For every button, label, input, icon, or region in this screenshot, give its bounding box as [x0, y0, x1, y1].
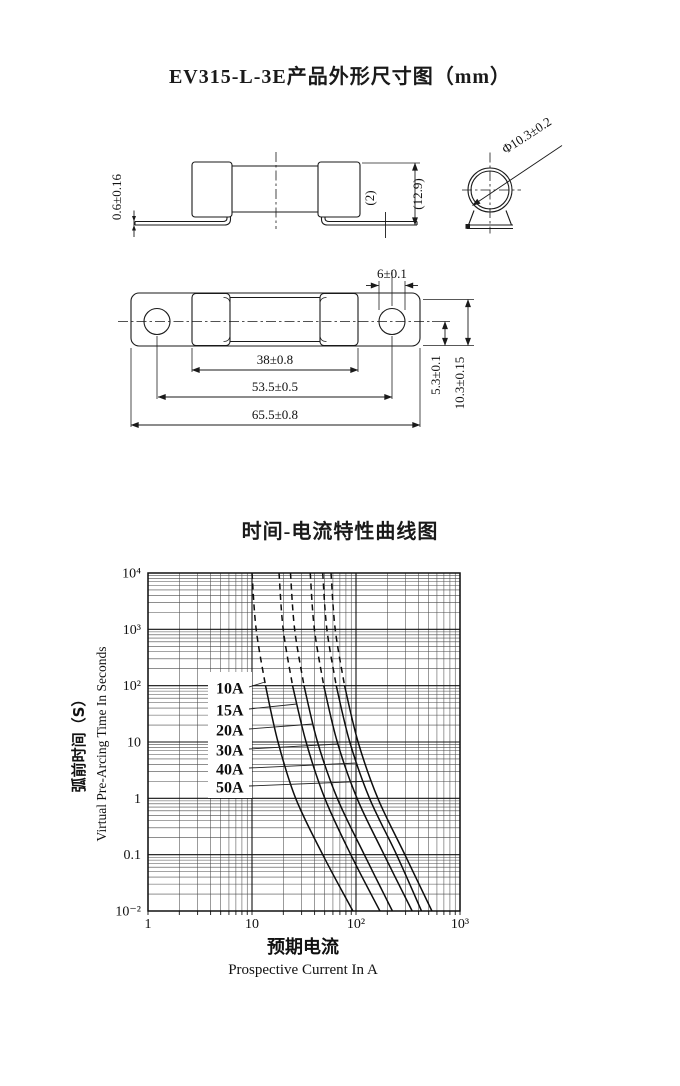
curve-dashed-15A [278, 572, 294, 686]
curve-dashed-30A [309, 572, 325, 686]
ext-lines-right [423, 299, 474, 346]
right-cap-outline [317, 161, 361, 218]
dim-arrows-lead-thickness [132, 216, 136, 231]
center-lines [462, 152, 521, 234]
curve-label-leader [248, 743, 339, 750]
right-lead-outline [320, 217, 418, 226]
y-tick-label: 10⁻² [115, 905, 141, 920]
end-view: Φ10.3±0.2 [462, 114, 563, 234]
clip-foot-outline [467, 210, 513, 230]
y-tick-label: 10 [127, 736, 141, 751]
curve-10A [264, 685, 354, 912]
curve-label-15A: 15A [216, 703, 244, 720]
chart-title: 时间-电流特性曲线图 [241, 521, 439, 543]
curve-dashed-50A [330, 572, 346, 686]
page-title: EV315-L-3E产品外形尺寸图（mm） [168, 66, 512, 88]
tube-outline [232, 165, 318, 213]
curve-50A [343, 685, 433, 912]
plot-frame [147, 572, 461, 912]
curve-dashed-20A [289, 572, 305, 686]
dim-tube-diameter: Φ10.3±0.2 [499, 114, 554, 157]
y-tick-label: 10² [123, 679, 141, 694]
curve-15A [291, 685, 381, 912]
dim-hole-diameter: 6±0.1 [377, 266, 407, 281]
diameter-leader-line [472, 145, 563, 206]
time-current-chart: 10⁴ 10³ 10² 10 1 0.1 10⁻² 1 10 10² 10³ 10A 15A 20A 30A… [115, 567, 469, 933]
tube-lines [230, 296, 320, 343]
left-cap-outline [191, 161, 233, 218]
left-cap-band [191, 292, 231, 347]
ext-lines-bottom [130, 336, 421, 427]
curve-label-leader [248, 762, 358, 769]
curve-label-10A: 10A [216, 681, 244, 698]
curve-label-leader [248, 703, 298, 710]
dim-tab-width: 10.3±0.15 [452, 357, 467, 410]
curve-dashed-10A [251, 572, 267, 686]
cap-crimp-arcs [223, 297, 327, 342]
x-axis-title-cn: 预期电流 [267, 936, 339, 958]
curve-dashed-40A [321, 572, 337, 686]
curve-label-leader [248, 681, 266, 688]
curve-label-40A: 40A [216, 762, 244, 779]
ext-lines-hole [378, 270, 406, 310]
dim-cap-od: (12.9) [410, 178, 425, 209]
dim-lead-ref: (2) [362, 190, 377, 205]
left-lead-outline [134, 217, 232, 226]
x-tick-label: 10³ [451, 917, 469, 932]
dim-overall-length: 65.5±0.8 [252, 407, 298, 422]
right-cap-band [319, 292, 359, 347]
dim-tube-length: 38±0.8 [257, 352, 293, 367]
chart-axis-titles: 弧前时间（S） Virtual Pre-Arcing Time In Secon… [70, 647, 378, 978]
top-view: 6±0.1 38±0.8 53.5±0.5 65.5±0.8 5.3±0.1 1… [118, 266, 474, 428]
y-axis-title-en: Virtual Pre-Arcing Time In Seconds [94, 647, 109, 842]
side-view: 0.6±0.16 (2) (12.9) [109, 152, 425, 238]
x-axis-title-en: Prospective Current In A [228, 962, 378, 978]
series-label-box [208, 672, 252, 798]
curve-40A [335, 685, 423, 912]
y-tick-label: 1 [134, 792, 141, 807]
body-outline [130, 292, 421, 347]
y-axis-title-cn: 弧前时间（S） [70, 692, 88, 793]
curve-label-leader [248, 723, 314, 730]
dim-hole-pitch: 53.5±0.5 [252, 379, 298, 394]
x-tick-label: 10 [245, 917, 259, 932]
x-tick-label: 1 [145, 917, 152, 932]
dim-lead-thickness: 0.6±0.16 [109, 173, 124, 220]
curve-30A [323, 685, 413, 912]
y-tick-label: 0.1 [124, 848, 142, 863]
dim-half-width: 5.3±0.1 [428, 355, 443, 395]
y-tick-label: 10⁴ [122, 567, 141, 582]
curve-label-leader [248, 780, 372, 787]
curve-label-50A: 50A [216, 780, 244, 797]
curve-label-20A: 20A [216, 723, 244, 740]
clip-foot-end [465, 224, 470, 229]
x-tick-label: 10² [347, 917, 365, 932]
curve-label-30A: 30A [216, 743, 244, 760]
y-tick-label: 10³ [123, 623, 141, 638]
